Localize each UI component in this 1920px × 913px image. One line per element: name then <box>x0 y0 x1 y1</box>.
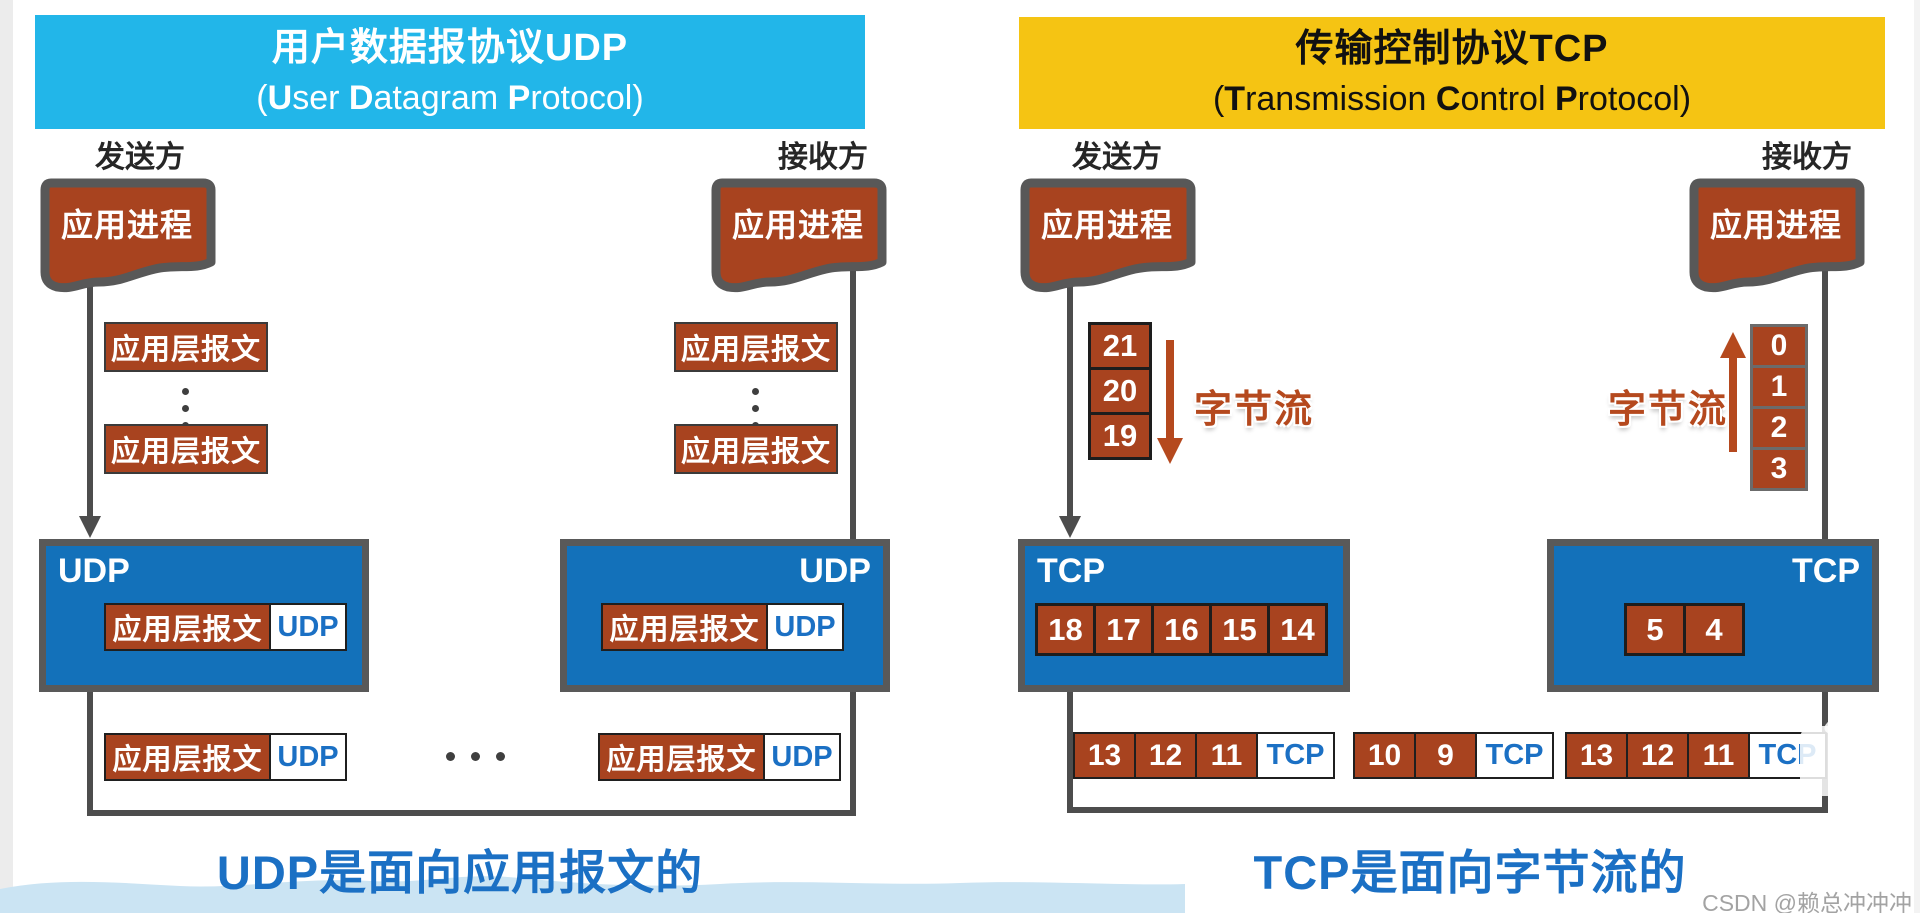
segment-number: 18 <box>1035 603 1096 656</box>
datagram-message: 应用层报文 <box>600 735 765 779</box>
torn-document-shape <box>40 178 216 293</box>
tcp-caption: TCP是面向字节流的 <box>1253 846 1687 899</box>
byte-block: 1 <box>1750 365 1808 409</box>
tcp-sender-app-process: 应用进程 <box>1017 176 1197 296</box>
play-icon <box>1800 726 1896 796</box>
video-play-overlay[interactable] <box>1800 708 1900 800</box>
torn-document-shape <box>1689 178 1865 293</box>
byte-block: 0 <box>1750 324 1808 368</box>
udp-title: 用户数据报协议UDP <box>271 27 629 69</box>
udp-box-label: UDP <box>799 552 871 590</box>
segment-number: 11 <box>1689 734 1750 777</box>
tcp-sender-byte-stack: 21 20 19 <box>1088 322 1152 460</box>
byte-block: 19 <box>1088 412 1152 460</box>
byte-stream-label-receiver: 字节流 <box>1608 389 1729 431</box>
tcp-receiver-app-process: 应用进程 <box>1686 176 1866 296</box>
udp-bottom-connector <box>87 690 856 816</box>
tv-antenna-icon <box>1848 708 1872 734</box>
tcp-receiver-label: 接收方 <box>1762 141 1852 174</box>
udp-receiver-protocol-box: UDP 应用层报文 UDP <box>560 539 890 692</box>
datagram-udp-trailer: UDP <box>271 735 345 779</box>
udp-datagram: 应用层报文 UDP <box>104 603 347 651</box>
byte-stream-up-arrowhead <box>1720 332 1746 358</box>
app-process-label: 应用进程 <box>60 207 193 243</box>
tcp-sender-label: 发送方 <box>1072 141 1162 174</box>
segment-number: 10 <box>1355 734 1416 777</box>
byte-block: 2 <box>1750 406 1808 450</box>
byte-block: 21 <box>1088 322 1152 370</box>
segment-number: 9 <box>1416 734 1477 777</box>
segment-number: 13 <box>1567 734 1628 777</box>
udp-receiver-ellipsis <box>752 388 759 429</box>
tcp-header: 传输控制协议TCP (Transmission Control Protocol… <box>1019 17 1885 129</box>
tcp-transit-segment-3: 13 12 11 TCP <box>1565 732 1827 779</box>
segment-number: 16 <box>1151 603 1212 656</box>
tcp-sender-protocol-box: TCP 18 17 16 15 14 <box>1018 539 1350 692</box>
udp-sender-message-2: 应用层报文 <box>104 424 268 474</box>
segment-number: 13 <box>1075 734 1136 777</box>
udp-transit-datagram-left: 应用层报文 UDP <box>104 733 347 781</box>
segment-number: 5 <box>1624 603 1686 656</box>
udp-box-label: UDP <box>58 552 130 590</box>
tcp-subtitle: (Transmission Control Protocol) <box>1212 79 1692 118</box>
udp-sender-protocol-box: UDP 应用层报文 UDP <box>39 539 369 692</box>
datagram-udp-trailer: UDP <box>271 605 345 649</box>
datagram-udp-trailer: UDP <box>765 735 839 779</box>
tcp-sender-buffer: 18 17 16 15 14 <box>1035 603 1328 656</box>
udp-transit-ellipsis <box>446 752 505 761</box>
app-process-label: 应用进程 <box>1040 207 1173 243</box>
byte-stream-label-sender: 字节流 <box>1194 389 1315 431</box>
udp-header: 用户数据报协议UDP (User Datagram Protocol) <box>35 15 865 129</box>
udp-receiver-label: 接收方 <box>778 141 868 174</box>
datagram-message: 应用层报文 <box>106 735 271 779</box>
udp-sender-message-1: 应用层报文 <box>104 322 268 372</box>
tcp-transit-segment-2: 10 9 TCP <box>1353 732 1554 779</box>
datagram-message: 应用层报文 <box>603 605 768 649</box>
udp-receiver-app-process: 应用进程 <box>708 176 888 296</box>
segment-number: 4 <box>1683 603 1745 656</box>
byte-block: 3 <box>1750 447 1808 491</box>
udp-transit-datagram-right: 应用层报文 UDP <box>598 733 841 781</box>
segment-number: 14 <box>1267 603 1328 656</box>
segment-number: 15 <box>1209 603 1270 656</box>
segment-number: 12 <box>1136 734 1197 777</box>
segment-number: 11 <box>1197 734 1258 777</box>
torn-document-shape <box>1020 178 1196 293</box>
tcp-transit-segment-1: 13 12 11 TCP <box>1073 732 1335 779</box>
segment-tcp-trailer: TCP <box>1266 739 1325 771</box>
udp-sender-ellipsis <box>182 388 189 429</box>
byte-stream-down-arrowhead <box>1157 438 1183 464</box>
left-edge-strip <box>0 0 13 913</box>
tcp-receiver-protocol-box: TCP 5 4 <box>1547 539 1879 692</box>
tcp-title: 传输控制协议TCP <box>1295 28 1609 70</box>
udp-datagram: 应用层报文 UDP <box>601 603 844 651</box>
tcp-box-label: TCP <box>1037 552 1105 590</box>
segment-number: 17 <box>1093 603 1154 656</box>
udp-receiver-message-1: 应用层报文 <box>674 322 838 372</box>
udp-subtitle: (User Datagram Protocol) <box>256 78 644 117</box>
segment-tcp-trailer: TCP <box>1485 739 1544 771</box>
torn-document-shape <box>711 178 887 293</box>
tcp-receiver-byte-stack: 0 1 2 3 <box>1750 324 1808 491</box>
wave-decoration <box>0 876 1185 913</box>
udp-sender-label: 发送方 <box>95 141 185 174</box>
right-edge-strip <box>1914 0 1920 913</box>
tcp-receiver-buffer: 5 4 <box>1624 603 1745 656</box>
tv-antenna-icon <box>1824 708 1848 734</box>
app-process-label: 应用进程 <box>731 207 864 243</box>
udp-caption: UDP是面向应用报文的 <box>216 846 704 899</box>
tcp-sender-arrowhead <box>1059 516 1081 538</box>
udp-sender-arrowhead <box>79 516 101 538</box>
csdn-watermark: CSDN @赖总冲冲冲 <box>1702 890 1912 913</box>
byte-block: 20 <box>1088 367 1152 415</box>
segment-number: 12 <box>1628 734 1689 777</box>
datagram-message: 应用层报文 <box>106 605 271 649</box>
udp-receiver-message-2: 应用层报文 <box>674 424 838 474</box>
datagram-udp-trailer: UDP <box>768 605 842 649</box>
app-process-label: 应用进程 <box>1709 207 1842 243</box>
tcp-box-label: TCP <box>1792 552 1860 590</box>
udp-sender-app-process: 应用进程 <box>37 176 217 296</box>
